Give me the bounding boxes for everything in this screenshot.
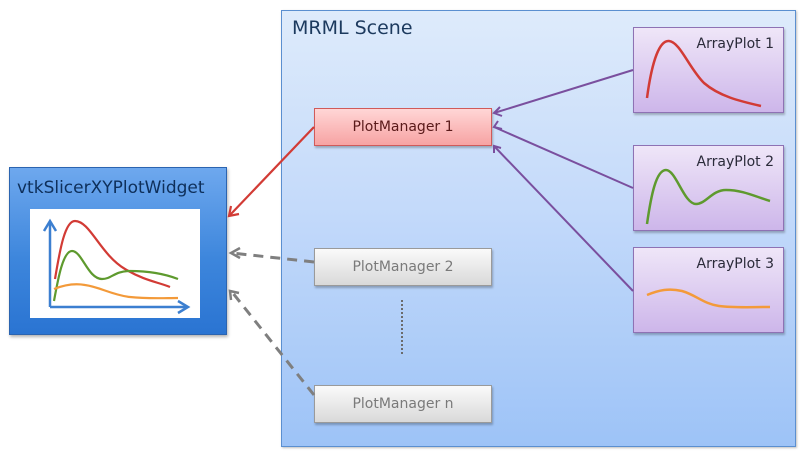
y-axis-arrow-icon (42, 218, 58, 232)
widget-curve-red (53, 219, 171, 289)
curve-green (645, 168, 771, 225)
widget-curve-orange (53, 283, 179, 300)
widget-plot-canvas (30, 209, 200, 318)
curve-red (645, 39, 762, 108)
plot-manager-label: PlotManager 1 (352, 119, 454, 135)
array-plot-2[interactable]: ArrayPlot 2 (633, 145, 784, 231)
axes (42, 218, 191, 315)
curve-thumbnail-2 (645, 168, 771, 225)
array-plot-3[interactable]: ArrayPlot 3 (633, 247, 784, 333)
curve-thumbnail-1 (645, 39, 762, 108)
curve-thumbnail-3 (646, 288, 771, 309)
widget-curve-green (52, 249, 179, 302)
arrowhead-icon (228, 289, 240, 301)
array-plot-1[interactable]: ArrayPlot 1 (633, 27, 784, 113)
curve-orange (646, 288, 771, 309)
plot-manager-label: PlotManager n (352, 396, 454, 412)
scene-title: MRML Scene (292, 17, 413, 39)
plot-manager-2[interactable]: PlotManager 2 (314, 248, 492, 286)
x-axis-arrow-icon (177, 299, 191, 315)
plot-manager-1[interactable]: PlotManager 1 (314, 108, 492, 146)
widget-plot-svg (42, 218, 191, 315)
plot-manager-n[interactable]: PlotManager n (314, 385, 492, 423)
widget-title: vtkSlicerXYPlotWidget (17, 178, 205, 198)
ellipsis-dots (401, 300, 403, 354)
arrowhead-icon (227, 205, 240, 218)
array-plot-label: ArrayPlot 1 (696, 36, 774, 52)
arrowhead-icon (228, 246, 241, 260)
array-plot-label: ArrayPlot 3 (696, 256, 774, 272)
array-plot-label: ArrayPlot 2 (696, 154, 774, 170)
plot-manager-label: PlotManager 2 (352, 259, 454, 275)
